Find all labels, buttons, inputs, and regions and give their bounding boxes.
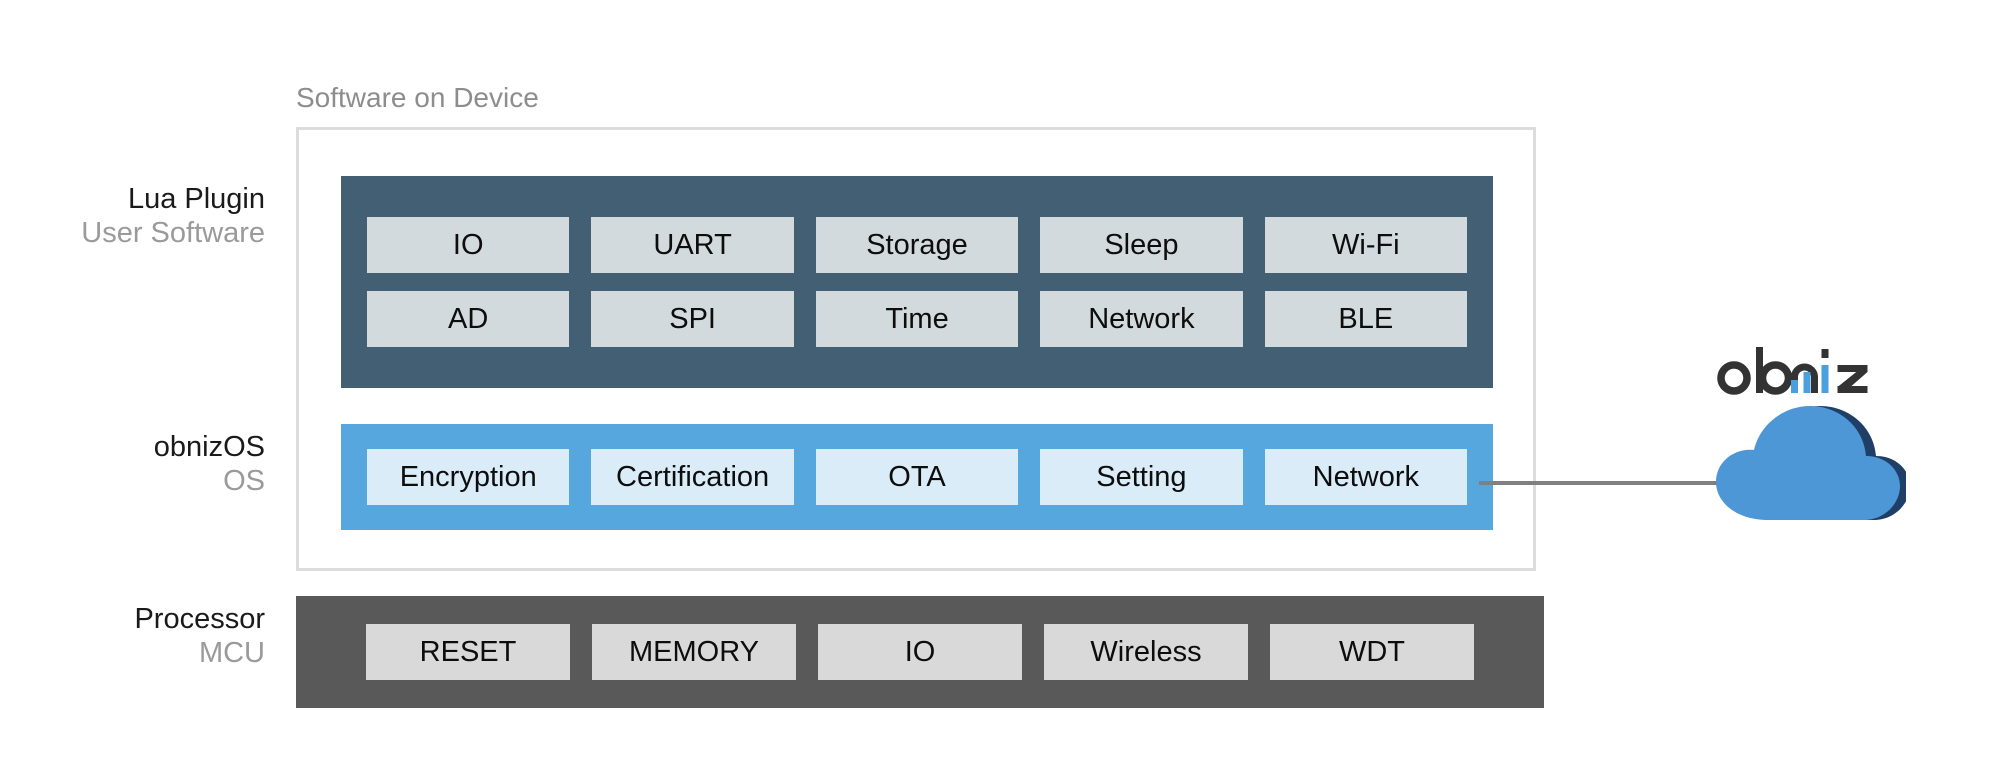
row-label-processor-secondary: MCU	[198, 637, 265, 670]
processor-band: RESET MEMORY IO Wireless WDT	[296, 596, 1544, 708]
mcu-module-cell[interactable]: Wireless	[1044, 624, 1248, 680]
row-label-obnizos-primary: obnizOS	[153, 431, 265, 463]
os-module-cell[interactable]: Setting	[1040, 449, 1243, 505]
row-label-obnizos-secondary: OS	[223, 465, 265, 498]
obnizos-band: Encryption Certification OTA Setting Net…	[341, 424, 1493, 530]
mcu-module-cell[interactable]: IO	[818, 624, 1022, 680]
module-cell[interactable]: UART	[591, 217, 794, 273]
row-label-lua-plugin-secondary: User Software	[81, 217, 265, 250]
mcu-module-cell[interactable]: WDT	[1270, 624, 1474, 680]
obniz-wordmark-logo	[1717, 347, 1868, 395]
lua-plugin-band: IO UART Storage Sleep Wi-Fi AD SPI Time …	[341, 176, 1493, 388]
network-to-cloud-connector-line	[1479, 481, 1719, 485]
module-cell[interactable]: Network	[1040, 291, 1243, 347]
lua-plugin-row-2: AD SPI Time Network BLE	[367, 291, 1468, 347]
row-label-lua-plugin-primary: Lua Plugin	[127, 183, 265, 215]
module-cell[interactable]: Time	[815, 291, 1019, 347]
module-cell[interactable]: Storage	[815, 217, 1019, 273]
software-on-device-caption: Software on Device	[296, 82, 539, 113]
obnizos-row-1: Encryption Certification OTA Setting Net…	[367, 449, 1468, 505]
obniz-cloud-service-mark	[1706, 340, 1916, 530]
os-module-cell[interactable]: Encryption	[367, 449, 570, 505]
lua-plugin-row-1: IO UART Storage Sleep Wi-Fi	[367, 217, 1468, 273]
module-cell[interactable]: Wi-Fi	[1264, 217, 1468, 273]
obniz-cloud-icon	[1716, 406, 1906, 520]
row-label-lua-plugin: Lua Plugin User Software	[35, 182, 265, 250]
os-module-cell[interactable]: Certification	[591, 449, 794, 505]
os-module-cell[interactable]: Network	[1264, 449, 1468, 505]
row-label-processor-primary: Processor	[134, 603, 265, 635]
os-module-cell[interactable]: OTA	[815, 449, 1019, 505]
processor-row-1: RESET MEMORY IO Wireless WDT	[366, 624, 1474, 680]
mcu-module-cell[interactable]: MEMORY	[592, 624, 796, 680]
module-cell[interactable]: BLE	[1264, 291, 1468, 347]
module-cell[interactable]: IO	[367, 217, 570, 273]
module-cell[interactable]: Sleep	[1040, 217, 1243, 273]
row-label-obnizos: obnizOS OS	[35, 430, 265, 498]
row-label-processor: Processor MCU	[35, 602, 265, 670]
module-cell[interactable]: SPI	[591, 291, 794, 347]
module-cell[interactable]: AD	[367, 291, 570, 347]
mcu-module-cell[interactable]: RESET	[366, 624, 570, 680]
